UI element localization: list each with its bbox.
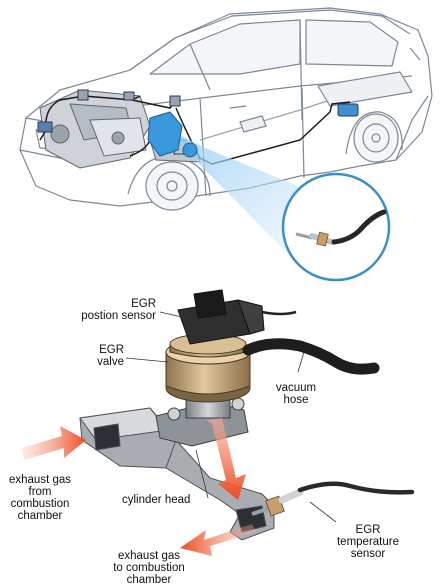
exhaust-flow-down-arrow: [206, 418, 246, 500]
callout-leader-lines: [125, 311, 337, 523]
label-vacuum-hose: vacuum hose: [268, 382, 324, 406]
label-line: sensor: [350, 548, 386, 560]
label-line: postion sensor: [81, 310, 156, 322]
egr-valve: [165, 333, 251, 403]
label-exhaust-gas-to-combustion-chamber: exhaust gas to combustion chamber: [104, 550, 194, 586]
egr-temperature-sensor: [251, 481, 415, 517]
label-line: EGR: [355, 524, 381, 536]
label-line: combustion: [10, 498, 70, 510]
exhaust-flow-arrows: [22, 418, 256, 556]
exhaust-out-arrow: [180, 524, 256, 556]
cylinder-head-manifold: [79, 407, 275, 541]
label-line: chamber: [126, 574, 172, 586]
sensor-inset-circle: [281, 172, 391, 282]
label-exhaust-gas-from-combustion-chamber: exhaust gas from combustion chamber: [4, 474, 76, 522]
egr-position-sensor: [177, 289, 297, 345]
label-egr-position-sensor: EGR postion sensor: [66, 298, 156, 322]
label-line: exhaust gas: [8, 474, 71, 486]
label-line: vacuum: [275, 382, 317, 394]
label-line: hose: [283, 394, 309, 406]
engine-block: [39, 89, 201, 169]
label-line: valve: [97, 356, 124, 368]
label-line: EGR: [131, 298, 156, 310]
label-line: EGR: [99, 344, 124, 356]
label-line: cylinder head: [122, 494, 191, 506]
label-line: temperature: [336, 536, 399, 548]
label-egr-valve: EGR valve: [76, 344, 124, 368]
label-egr-temperature-sensor: EGR temperature sensor: [328, 524, 408, 560]
label-line: from: [28, 486, 52, 498]
label-line: chamber: [17, 510, 63, 522]
vacuum-hose: [242, 338, 380, 375]
highlighted-egr-parts: [147, 111, 198, 158]
label-cylinder-head: cylinder head: [122, 494, 190, 506]
label-line: exhaust gas: [117, 550, 180, 562]
label-line: to combustion: [113, 562, 185, 574]
exhaust-in-arrow: [22, 426, 86, 460]
